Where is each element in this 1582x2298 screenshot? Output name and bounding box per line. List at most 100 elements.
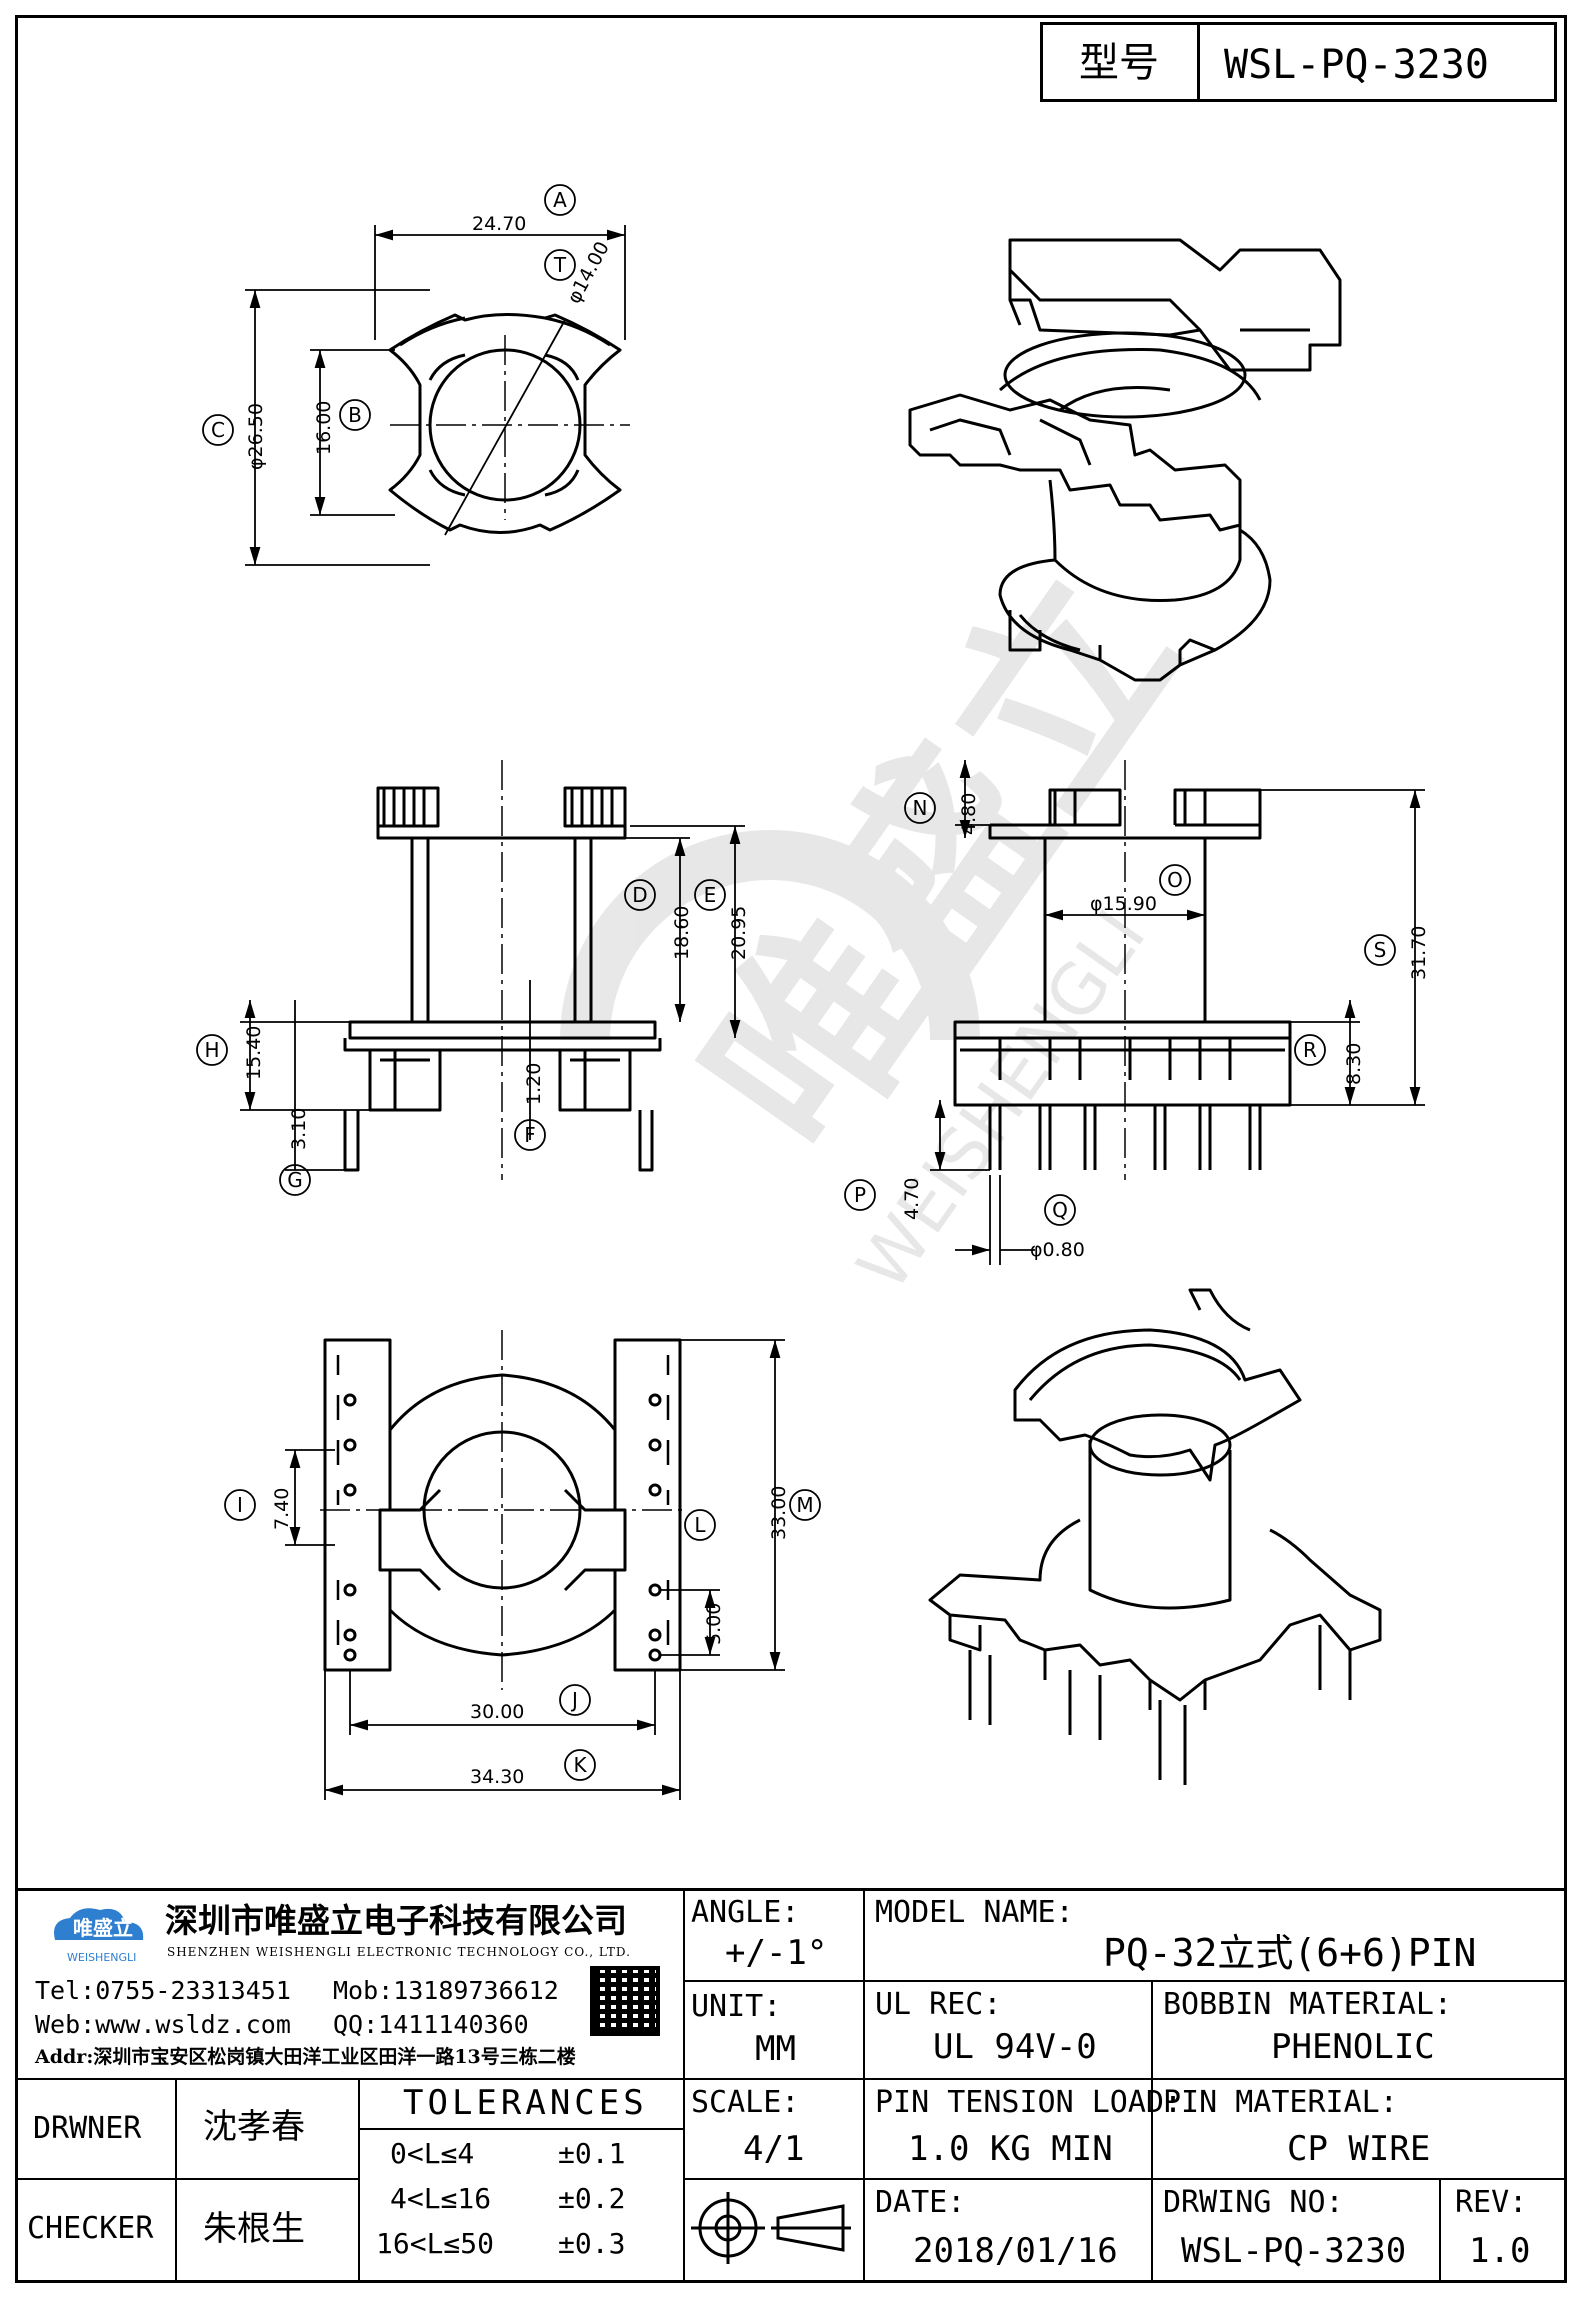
tol-value-0: ±0.1 [558,2137,626,2170]
type-label: 型号 [1079,40,1159,86]
letter-g: G [287,1168,303,1192]
ul-cell: UL REC: UL 94V-0 [863,1980,1153,2080]
drawer-label-cell: DRWNER [15,2078,177,2180]
unit-cell: UNIT: MM [683,1980,865,2080]
ul-label: UL REC: [875,1987,1002,2022]
letter-c: C [211,418,225,442]
angle-label: ANGLE: [691,1895,800,1930]
tol-range-0: 0<L≤4 [390,2137,475,2170]
company-web: Web:www.wsldz.com [35,2010,291,2039]
letter-d: D [632,883,647,907]
letter-s: S [1374,938,1387,962]
date-label: DATE: [875,2185,966,2220]
letter-t: T [553,253,567,277]
drawer-value-cell: 沈孝春 [175,2078,360,2180]
company-tel: Tel:0755-23313451 [35,1976,291,2005]
scale-label: SCALE: [691,2085,800,2120]
tol-value-1: ±0.2 [558,2182,626,2215]
checker-value: 朱根生 [203,2209,305,2249]
model-name-label: MODEL NAME: [875,1895,1074,1930]
dim-s: 31.70 [1408,926,1430,980]
company-qq: QQ:1411140360 [333,2010,529,2039]
drawing-no-cell: DRWING NO: WSL-PQ-3230 [1151,2178,1441,2283]
company-name-en: SHENZHEN WEISHENGLI ELECTRONIC TECHNOLOG… [167,1945,631,1959]
drawing-no-label: DRWING NO: [1163,2185,1344,2220]
tol-range-2: 16<L≤50 [376,2227,495,2260]
letter-q: Q [1052,1198,1068,1222]
pin-tension-cell: PIN TENSION LOAD: 1.0 KG MIN [863,2078,1182,2180]
letter-m: M [796,1493,813,1517]
letter-b: B [348,403,362,427]
drawer-label: DRWNER [33,2111,142,2146]
pin-tension-label: PIN TENSION LOAD: [875,2085,1183,2120]
company-logo: 唯盛立 WEISHENGLI [45,1900,155,1970]
dim-b: 16.00 [313,401,335,455]
company-name-cn: 深圳市唯盛立电子科技有限公司 [165,1901,627,1940]
rev-label: REV: [1455,2185,1528,2220]
header-type-cell: 型号 [1040,22,1200,102]
bobbin-value: PHENOLIC [1271,2027,1435,2067]
date-value: 2018/01/16 [913,2231,1118,2271]
tolerances-label: TOLERANCES [403,2083,648,2123]
scale-value: 4/1 [743,2129,805,2169]
tol-range-1: 4<L≤16 [390,2182,492,2215]
date-cell: DATE: 2018/01/16 [863,2178,1153,2283]
letter-p: P [854,1183,866,1207]
letter-n: N [913,796,928,820]
pin-material-value: CP WIRE [1287,2129,1431,2169]
angle-value: +/-1° [725,1933,828,1973]
company-mob: Mob:13189736612 [333,1976,559,2005]
ul-value: UL 94V-0 [933,2027,1097,2067]
dim-n: 4.80 [958,793,980,835]
drawing-frame [15,15,1567,2283]
unit-value: MM [755,2029,796,2069]
dim-e: 20.95 [728,906,750,960]
company-addr: Addr:深圳市宝安区松岗镇大田洋工业区田洋一路13号三栋二楼 [35,2046,576,2068]
dim-o: φ15.90 [1090,893,1157,915]
dim-m: 33.00 [768,1486,790,1540]
bobbin-cell: BOBBIN MATERIAL: PHENOLIC [1151,1980,1567,2080]
unit-label: UNIT: [691,1989,782,2024]
dim-j: 30.00 [470,1701,524,1723]
logo-sub: WEISHENGLI [67,1951,137,1964]
dim-d: 18.60 [671,906,693,960]
projection-symbol [691,2192,851,2264]
pin-material-cell: PIN MATERIAL: CP WIRE [1151,2078,1567,2180]
dim-q: φ0.80 [1030,1239,1085,1261]
model-name-cell: MODEL NAME: PQ-32立式(6+6)PIN [863,1888,1567,1982]
dim-i: 7.40 [271,1488,293,1530]
qr-code [590,1966,660,2036]
projection-symbol-cell [683,2178,865,2283]
header-model-cell: WSL-PQ-3230 [1197,22,1557,102]
dim-p: 4.70 [901,1178,923,1220]
header-model-code: WSL-PQ-3230 [1224,42,1489,88]
bobbin-label: BOBBIN MATERIAL: [1163,1987,1452,2022]
letter-l: L [694,1513,706,1537]
checker-value-cell: 朱根生 [175,2178,360,2283]
scale-cell: SCALE: 4/1 [683,2078,865,2180]
letter-a: A [553,188,567,212]
dim-r: 8.30 [1343,1043,1365,1085]
letter-h: H [204,1038,219,1062]
tol-value-2: ±0.3 [558,2227,626,2260]
dim-a: 24.70 [472,213,526,235]
model-name-value: PQ-32立式(6+6)PIN [1103,1931,1477,1975]
title-block [15,1888,1567,2286]
rev-value: 1.0 [1469,2231,1531,2271]
iso-view-top [908,238,1342,682]
pin-tension-value: 1.0 KG MIN [908,2129,1113,2169]
company-cell: 唯盛立 WEISHENGLI 深圳市唯盛立电子科技有限公司 SHENZHEN W… [15,1888,685,2080]
drawing-no-value: WSL-PQ-3230 [1181,2231,1407,2271]
dim-t: φ14.00 [563,238,614,307]
dim-g: 3.10 [288,1108,310,1150]
letter-i: I [237,1493,243,1517]
logo-text: 唯盛立 [73,1916,133,1940]
letter-r: R [1303,1038,1317,1062]
dim-f: 1.20 [523,1063,545,1105]
letter-k: K [573,1753,587,1777]
rev-cell: REV: 1.0 [1439,2178,1567,2283]
letter-o: O [1167,868,1183,892]
technical-drawing: 唯盛立 WEISHENGLI [196,184,1430,1800]
drawer-value: 沈孝春 [203,2107,305,2147]
dim-h: 15.40 [243,1026,265,1080]
